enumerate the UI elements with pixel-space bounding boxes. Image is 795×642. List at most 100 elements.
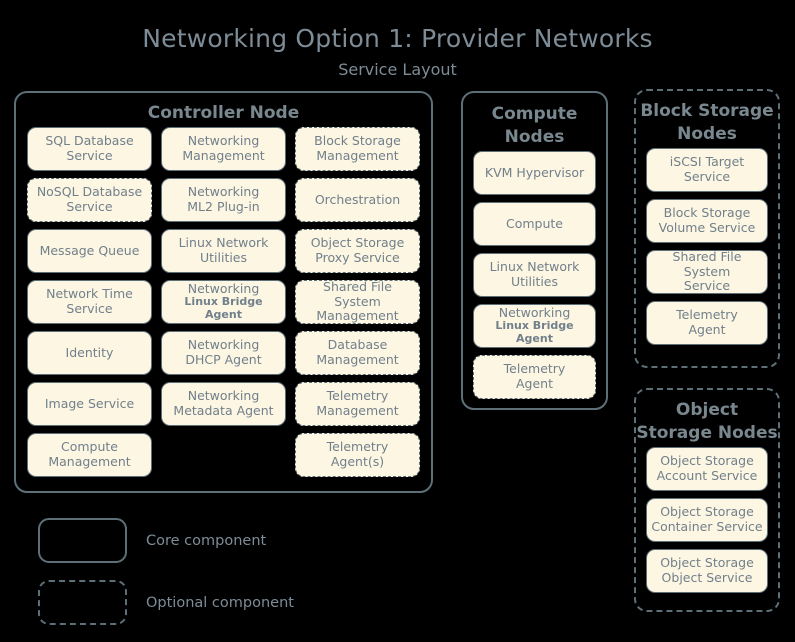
service-label-line1: Compute	[505, 215, 563, 231]
service-label-line2: Utilities	[199, 249, 248, 265]
service-label-line2: Service	[66, 300, 113, 316]
service-label-line1: Networking	[187, 133, 260, 149]
service-label-line1: Telemetry	[326, 439, 389, 455]
legend-optional-swatch	[38, 580, 127, 625]
service-label-line1: SQL Database	[45, 133, 134, 149]
controller-node-title: Controller Node	[147, 103, 300, 123]
service-label-line1: Object Storage	[660, 453, 754, 469]
service-label-line1: Object Storage	[660, 555, 754, 571]
service-label-line2: Account Service	[656, 467, 758, 483]
service-label-line1: Telemetry	[676, 307, 738, 323]
service-label-line1: Message Queue	[39, 242, 140, 258]
service-label-line2: DHCP Agent	[185, 351, 262, 367]
controller-service-box[interactable]: Message Queue	[27, 228, 152, 273]
controller-service-box[interactable]: Identity	[27, 330, 152, 375]
controller-service-box[interactable]: Orchestration	[295, 177, 420, 222]
service-label-line1: Networking	[498, 304, 571, 320]
legend-core-swatch	[38, 518, 127, 563]
service-label-line2: Management	[48, 453, 131, 469]
compute-service-box[interactable]: KVM Hypervisor	[473, 150, 596, 195]
service-label-line2: Service	[683, 278, 731, 294]
service-label-line1: Network Time	[46, 286, 133, 302]
compute-service-box[interactable]: Compute	[473, 201, 596, 246]
service-label-line2: Management	[316, 308, 399, 324]
service-label-line2: Service	[683, 168, 731, 184]
page-subtitle: Service Layout	[338, 60, 457, 79]
service-label-line1: Networking	[187, 280, 260, 296]
service-label-line2: Proxy Service	[315, 249, 400, 265]
controller-service-box-placeholder	[161, 433, 286, 477]
service-label-line1: Linux Network	[178, 235, 269, 251]
service-label-line2: Linux Bridge Agent	[184, 295, 263, 322]
service-label-line1: Telemetry	[503, 361, 566, 377]
service-label-line1: Block Storage	[663, 205, 751, 221]
service-label-line2: Metadata Agent	[173, 402, 274, 418]
service-label-line2: Agent	[688, 321, 726, 337]
controller-service-box[interactable]: Image Service	[27, 381, 152, 426]
service-label-line2: Agent(s)	[330, 453, 385, 469]
service-label-line2: Utilities	[510, 273, 559, 289]
legend-core-label: Core component	[146, 532, 267, 549]
service-label-line1: iSCSI Target	[669, 154, 745, 170]
service-label-line1: Database	[327, 337, 388, 353]
service-label-line1: NoSQL Database	[36, 184, 143, 200]
service-label-line2: Agent	[516, 375, 553, 391]
service-label-line1: Identity	[65, 344, 114, 360]
service-label-line2: Linux Bridge Agent	[495, 319, 574, 346]
legend-optional-label: Optional component	[146, 594, 294, 611]
service-label-line1: Block Storage	[314, 133, 401, 149]
page-title: Networking Option 1: Provider Networks	[142, 24, 653, 53]
service-label-line1: Networking	[187, 388, 260, 404]
service-label-line2: Service	[66, 147, 113, 163]
service-label-line1: Orchestration	[314, 191, 401, 207]
service-label-line2: Management	[182, 147, 265, 163]
service-label-line2: Object Service	[661, 569, 753, 585]
legend-optional-component: Optional component	[38, 580, 294, 625]
legend-core-component: Core component	[38, 518, 266, 563]
service-label-line1: Object Storage	[310, 235, 405, 251]
service-label-line1: Compute	[60, 439, 118, 455]
service-label-line2: Container Service	[651, 518, 763, 534]
service-label-line1: KVM Hypervisor	[484, 164, 585, 180]
object-storage-nodes-title: Object Storage Nodes	[636, 400, 778, 443]
service-label-line2: Service	[66, 198, 113, 214]
service-label-line1: Linux Network	[489, 259, 580, 275]
service-label-line2: Management	[316, 402, 399, 418]
service-label-line2: Management	[316, 147, 399, 163]
service-label-line1: Object Storage	[660, 504, 754, 520]
service-label-line2: Management	[316, 351, 399, 367]
